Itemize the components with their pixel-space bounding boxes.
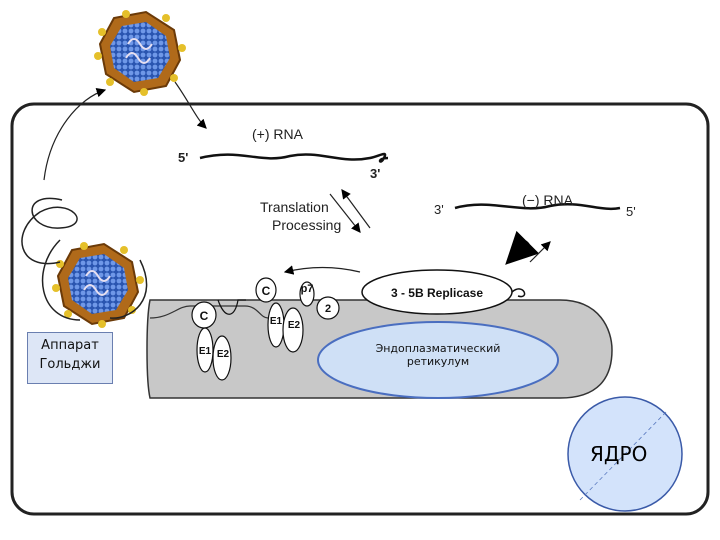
core-label: C: [262, 284, 271, 298]
plus-rna-label: (+) RNA: [252, 126, 304, 142]
virion-icon: [52, 242, 144, 328]
golgi-label: Аппарат Гольджи: [27, 332, 113, 384]
core-protein: [255, 277, 277, 303]
replicase-complex: [361, 269, 513, 315]
minus-rna-3prime: 3': [434, 202, 444, 217]
translation-arrow: [341, 189, 371, 229]
minus-rna-strand: [454, 203, 621, 211]
replication-arrow: [529, 241, 551, 263]
p7-protein: [299, 281, 315, 307]
golgi-label-line1: Аппарат: [41, 338, 99, 353]
er-label: Эндоплазматический ретикулум: [338, 342, 538, 368]
er-highlight: [317, 321, 559, 399]
replication-arrow: [505, 230, 540, 265]
e2-protein: [212, 335, 232, 381]
e1-label: E1: [199, 346, 212, 357]
polyprotein-arrow: [283, 265, 361, 275]
virion-icon: [94, 10, 186, 96]
ns2-protein: [316, 296, 340, 320]
er-label-line2: ретикулум: [406, 355, 470, 368]
p7-label: p7: [301, 283, 314, 295]
translation-label: Translation: [260, 199, 329, 215]
cell-membrane: [10, 102, 710, 516]
e2-label: E2: [217, 349, 230, 360]
minus-rna-label: (−) RNA: [522, 192, 574, 208]
plus-rna-strand: [199, 152, 389, 163]
er-label-line1: Эндоплазматический: [375, 342, 501, 355]
translation-arrow: [329, 193, 361, 233]
e1-label: E1: [270, 316, 283, 327]
e2-protein: [282, 307, 304, 353]
entry-arrow: [174, 81, 207, 129]
plus-rna-5prime: 5': [178, 150, 188, 165]
er-membrane-line: [149, 305, 269, 319]
plus-rna-3prime: 3': [370, 166, 380, 181]
minus-rna-5prime: 5': [626, 204, 636, 219]
nucleus-label: ЯДРО: [590, 442, 648, 466]
golgi-label-line2: Гольджи: [39, 357, 101, 372]
e2-label: E2: [288, 320, 301, 331]
golgi-membrane: [21, 197, 148, 321]
ns2-label: 2: [325, 303, 331, 315]
exit-arrow: [43, 87, 107, 181]
core-label: C: [200, 309, 209, 323]
processing-label: Processing: [272, 217, 341, 233]
replicase-label: 3 - 5B Replicase: [391, 286, 483, 300]
